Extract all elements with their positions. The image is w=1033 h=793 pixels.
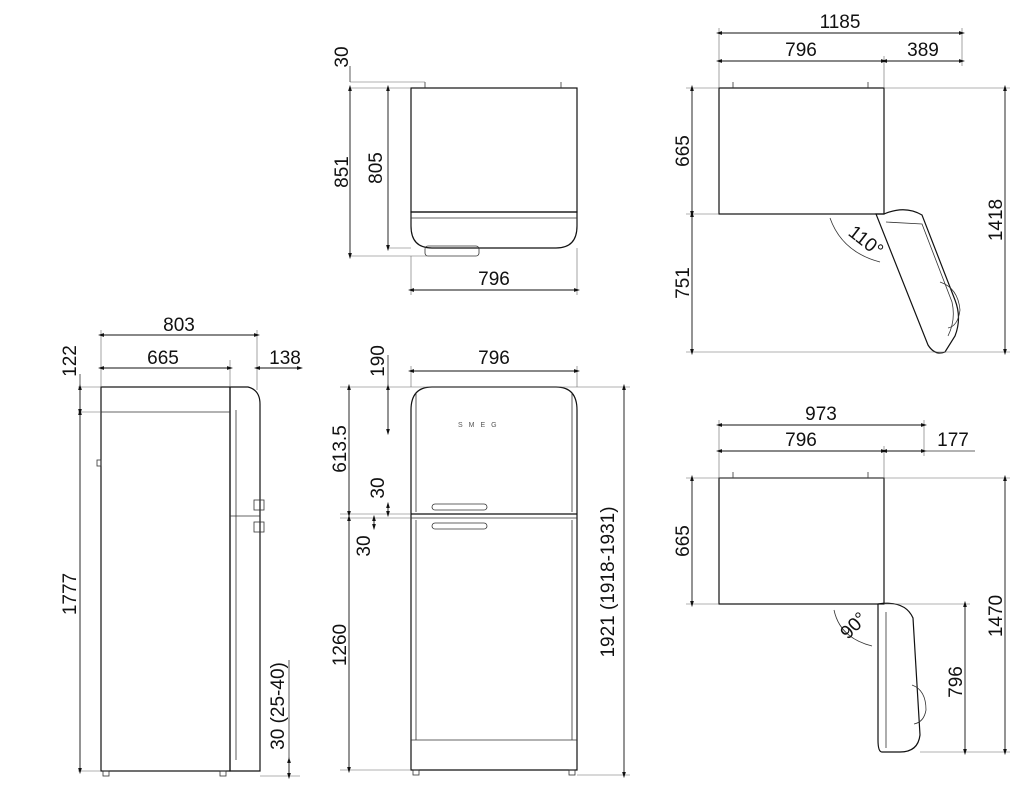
door-110-door (875, 209, 960, 354)
dim-110-body-depth: 665 (673, 135, 694, 167)
dim-front-freezer-height: 613.5 (330, 425, 351, 473)
freezer-handle[interactable] (431, 503, 488, 511)
dim-front-fridge-height: 1260 (330, 624, 351, 666)
dim-side-total-depth: 803 (163, 315, 195, 336)
dim-front-gap-lower: 30 (354, 535, 375, 556)
door-110-angle-arc (829, 217, 881, 263)
dim-top-width: 796 (478, 269, 510, 290)
side-view: 803 665 138 122 1777 30 (25-40) (60, 315, 304, 780)
side-view-body (100, 386, 231, 772)
door-90-door (877, 602, 921, 753)
dim-90-door-swing: 177 (937, 430, 969, 451)
dim-front-gap-upper: 30 (368, 477, 389, 498)
dim-110-total-width: 1185 (820, 12, 861, 33)
door-90-angle-arc (833, 609, 873, 647)
fridge-handle[interactable] (431, 522, 488, 530)
dim-side-height: 1777 (60, 573, 81, 615)
door-110-view: 1185 796 389 665 751 1418 110° (673, 12, 1010, 356)
top-view-handle (424, 245, 480, 257)
dim-110-body-width: 796 (785, 40, 817, 61)
top-view-body (410, 87, 578, 213)
dim-side-door-depth: 138 (269, 348, 301, 369)
dim-side-feet: 30 (25-40) (268, 662, 289, 750)
dim-90-angle: 90° (837, 609, 872, 644)
dim-side-body-depth: 665 (147, 348, 179, 369)
dim-90-total-width: 973 (805, 404, 837, 425)
dim-front-width: 796 (478, 348, 510, 369)
brand-logo: SMEG (458, 422, 503, 429)
dim-top-total-depth: 851 (332, 156, 353, 188)
top-view: 30 851 805 796 (332, 46, 581, 295)
dim-110-total-depth: 1418 (986, 199, 1007, 241)
top-view-door (410, 211, 578, 249)
door-90-view: 973 796 177 665 796 1470 90° (673, 404, 1010, 756)
door-90-body (718, 477, 885, 605)
front-view-body (410, 386, 578, 771)
dim-side-top-clearance: 122 (60, 345, 81, 377)
dim-top-body-depth: 805 (366, 152, 387, 184)
door-110-body (718, 87, 885, 215)
dim-110-door-swing: 389 (907, 40, 939, 61)
dim-top-handle-offset: 30 (332, 46, 353, 67)
dim-90-body-width: 796 (785, 430, 817, 451)
dim-90-body-depth: 665 (673, 525, 694, 557)
dim-90-total-depth: 1470 (986, 595, 1007, 637)
dim-front-top-clearance: 190 (368, 345, 389, 377)
front-view: SMEG 796 190 613.5 30 30 1260 1921 (1918… (330, 345, 630, 779)
side-view-door (229, 386, 261, 772)
dim-110-angle: 110° (844, 222, 887, 262)
dim-front-total-height: 1921 (1918-1931) (598, 506, 619, 657)
dim-110-door-depth: 751 (673, 267, 694, 299)
dim-90-door-depth: 796 (946, 666, 967, 698)
